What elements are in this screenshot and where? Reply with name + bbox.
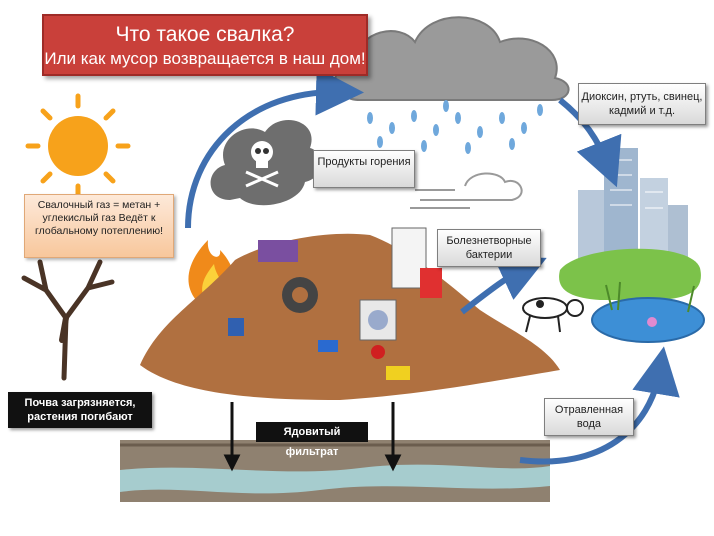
skull-smoke-icon [210,120,321,206]
combustion-products-label: Продукты горения [313,150,415,188]
ground-layer [120,440,550,502]
bacteria-label: Болезнетворные бактерии [437,229,541,267]
dog-icon [522,297,584,333]
trash-heap-icon [140,227,560,400]
page-subtitle: Или как мусор возвращается в наш дом! [44,49,366,68]
page-title: Что такое свалка? [115,23,295,46]
filtrate-arrows [223,402,402,472]
cycle-arrows [185,67,680,465]
toxic-filtrate-label: Ядовитый фильтрат [256,422,368,458]
poisoned-water-label: Отравленная вода [544,398,634,436]
soil-label: Почва загрязняется, растения погибают [8,392,152,428]
wind-icon [410,172,523,209]
landfill-gas-label: Свалочный газ = метан + углекислый газ В… [24,194,174,258]
rain-cloud-icon [334,16,570,154]
city-icon [578,148,688,260]
title-banner: Что такое свалка? Или как мусор возвраща… [42,14,368,76]
sun-icon [25,93,131,199]
pond-icon [559,248,705,343]
toxins-label: Диоксин, ртуть, свинец, кадмий и т.д. [578,83,706,125]
dead-tree-icon [21,259,115,381]
